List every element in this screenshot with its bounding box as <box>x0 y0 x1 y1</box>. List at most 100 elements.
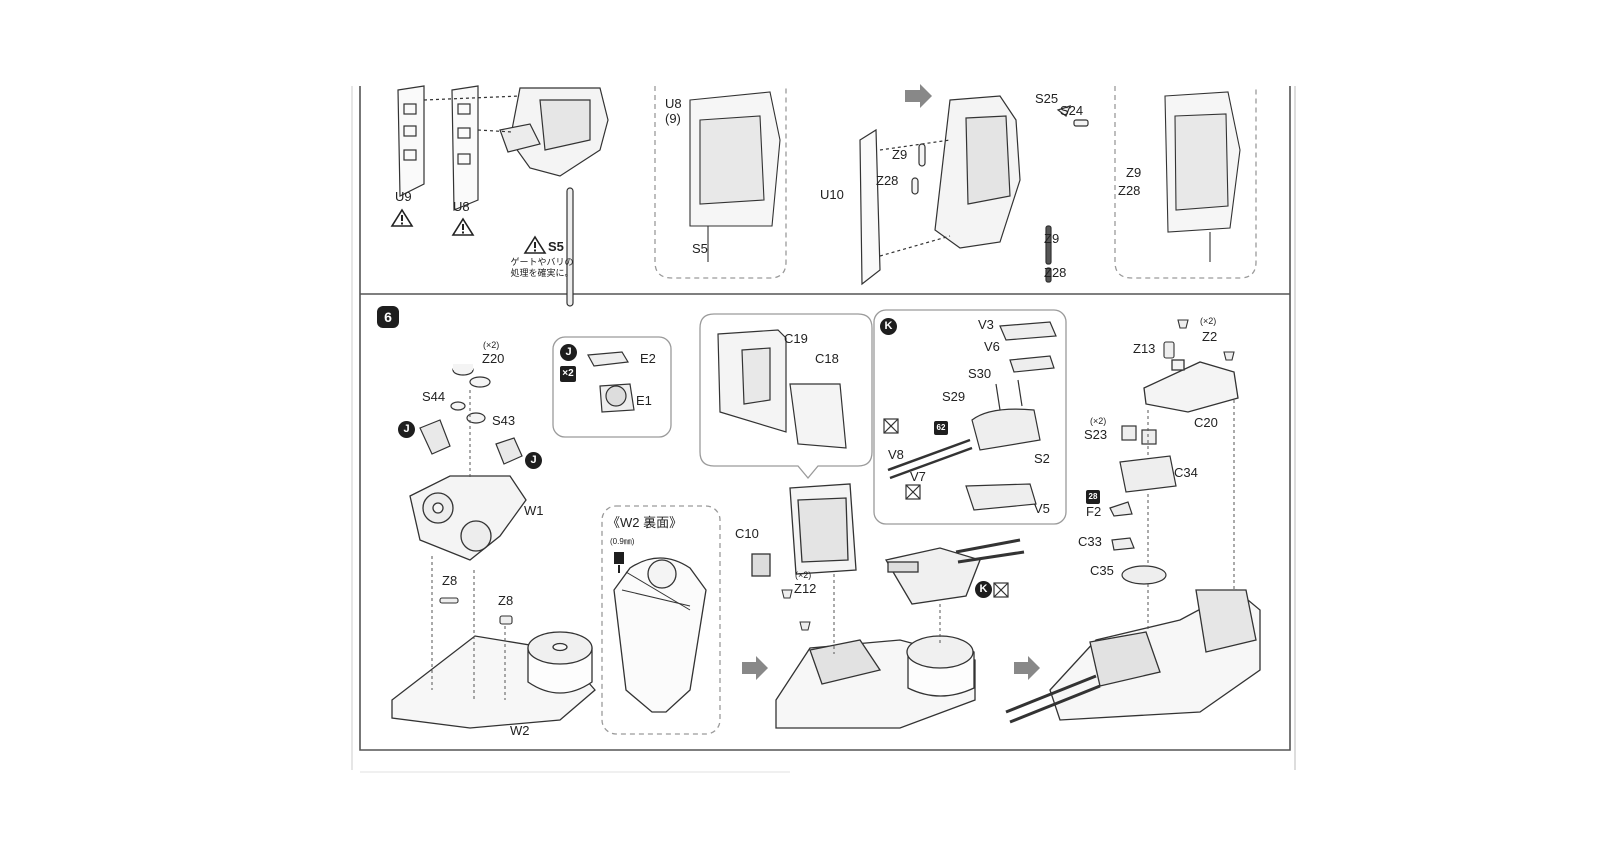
part-label-z20: Z20 <box>482 351 505 366</box>
arrow-icon <box>905 84 932 108</box>
c19-c18-parts <box>717 329 847 449</box>
top-box1-content <box>689 91 781 262</box>
part-label-w2: W2 <box>510 723 530 738</box>
center-superstructure <box>751 483 857 577</box>
top-u9-u8-frames <box>397 85 479 211</box>
arrow-icon <box>1014 656 1040 680</box>
turret-assembly <box>884 538 1025 605</box>
part-label-s30: S30 <box>968 366 992 381</box>
part-label-s5: S5 <box>692 241 708 256</box>
badge-j-right: J <box>525 452 542 469</box>
part-label-v6: V6 <box>984 339 1000 354</box>
part-label-e1: E1 <box>636 393 652 408</box>
s44-s43-parts <box>450 364 491 424</box>
part-label-c35: C35 <box>1090 563 1114 578</box>
drill-tag-28: 28 <box>1086 490 1100 504</box>
part-label-w1: W1 <box>524 503 544 518</box>
part-label-c10: C10 <box>735 526 759 541</box>
part-label-z9: Z9 <box>892 147 908 162</box>
part-label-c33: C33 <box>1078 534 1102 549</box>
part-label-v8: V8 <box>888 447 904 462</box>
part-label-c18: C18 <box>815 351 839 366</box>
part-label-u8-box: U8 <box>665 96 682 111</box>
part-label-s2: S2 <box>1034 451 1050 466</box>
part-qty-z12: (×2) <box>795 570 812 580</box>
part-label-s43: S43 <box>492 413 516 428</box>
final-hull <box>1005 589 1261 724</box>
badge-j: J <box>560 344 577 361</box>
part-label-z9-box2: Z9 <box>1126 165 1142 180</box>
part-label-s44: S44 <box>422 389 446 404</box>
part-label-u9: U9 <box>395 189 412 204</box>
w2-back-title: 《W2 裏面》 <box>607 515 683 530</box>
s5-mast-part <box>566 187 574 307</box>
jp-note-line2: 処理を確実に。 <box>510 268 574 278</box>
part-label-s29: S29 <box>942 389 966 404</box>
badge-j-left: J <box>398 421 415 438</box>
top-box2-outline <box>1114 86 1257 279</box>
drill-tag-62: 62 <box>934 421 948 435</box>
j-box <box>552 336 672 438</box>
c34-part <box>1119 425 1177 493</box>
assembly-guides-right <box>1147 400 1235 630</box>
top-box2-content <box>1164 91 1241 262</box>
part-label-z28: Z28 <box>876 173 899 188</box>
part-label-c19: C19 <box>784 331 808 346</box>
part-label-s24: S24 <box>1060 103 1084 118</box>
warning-icon <box>390 208 547 254</box>
c20-deck-part <box>1143 359 1239 413</box>
part-label-z9-b: Z9 <box>1044 231 1060 246</box>
part-label-e2: E2 <box>640 351 656 366</box>
no-glue-icon <box>883 418 1009 598</box>
drill-icon <box>614 552 624 573</box>
k-turret-parts <box>887 321 1057 511</box>
part-label-u8: U8 <box>453 199 470 214</box>
z8-parts <box>439 597 513 625</box>
part-label-u10: U10 <box>820 187 844 202</box>
part-label-v7: V7 <box>910 469 926 484</box>
w2-back-box <box>601 505 721 735</box>
part-label-s5-warning: S5 <box>548 239 564 254</box>
badge-k: K <box>880 318 897 335</box>
part-label-s23: S23 <box>1084 427 1108 442</box>
part-label-v5: V5 <box>1034 501 1050 516</box>
z12-parts <box>781 589 811 631</box>
top-box1-outline <box>654 86 787 279</box>
qty-badge-x2: ×2 <box>560 366 576 382</box>
w2-deck-part <box>391 631 596 729</box>
part-label-c34: C34 <box>1174 465 1198 480</box>
part-label-s25: S25 <box>1035 91 1059 106</box>
part-qty-s23: (×2) <box>1090 416 1107 426</box>
k-box <box>873 309 1067 525</box>
sheet-frame <box>359 86 1291 751</box>
part-qty-z2: (×2) <box>1200 316 1217 326</box>
part-label-z13: Z13 <box>1133 341 1156 356</box>
top-bridge-assembly <box>423 87 609 177</box>
part-label-f2: F2 <box>1086 504 1102 519</box>
part-label-c20: C20 <box>1194 415 1218 430</box>
badge-k-turret: K <box>975 581 992 598</box>
j-turret-parts <box>419 419 523 465</box>
part-count-u8: (9) <box>665 111 681 126</box>
z2-z13-parts <box>1163 319 1235 361</box>
assembly-guides-center <box>833 574 941 654</box>
part-label-z28-box2: Z28 <box>1118 183 1141 198</box>
w2-back-outline <box>613 557 707 713</box>
part-qty-z20: (×2) <box>483 340 500 350</box>
drill-size: (0.9㎜) <box>610 537 635 546</box>
part-label-z8: Z8 <box>442 573 458 588</box>
top-main-assembly <box>859 95 1089 286</box>
assembly-guides-left <box>431 390 506 700</box>
part-label-z2: Z2 <box>1202 329 1218 344</box>
part-label-z8-b: Z8 <box>498 593 514 608</box>
step-number: 6 <box>377 306 399 328</box>
arrow-icon <box>742 656 768 680</box>
part-label-z28-b: Z28 <box>1044 265 1067 280</box>
e2-e1-parts <box>587 351 635 413</box>
w1-deck-part <box>409 475 527 561</box>
jp-note-line1: ゲートやバリの <box>510 257 574 267</box>
part-label-z12: Z12 <box>794 581 817 596</box>
f2-c33-c35-parts <box>1109 501 1167 585</box>
part-label-v3: V3 <box>978 317 994 332</box>
